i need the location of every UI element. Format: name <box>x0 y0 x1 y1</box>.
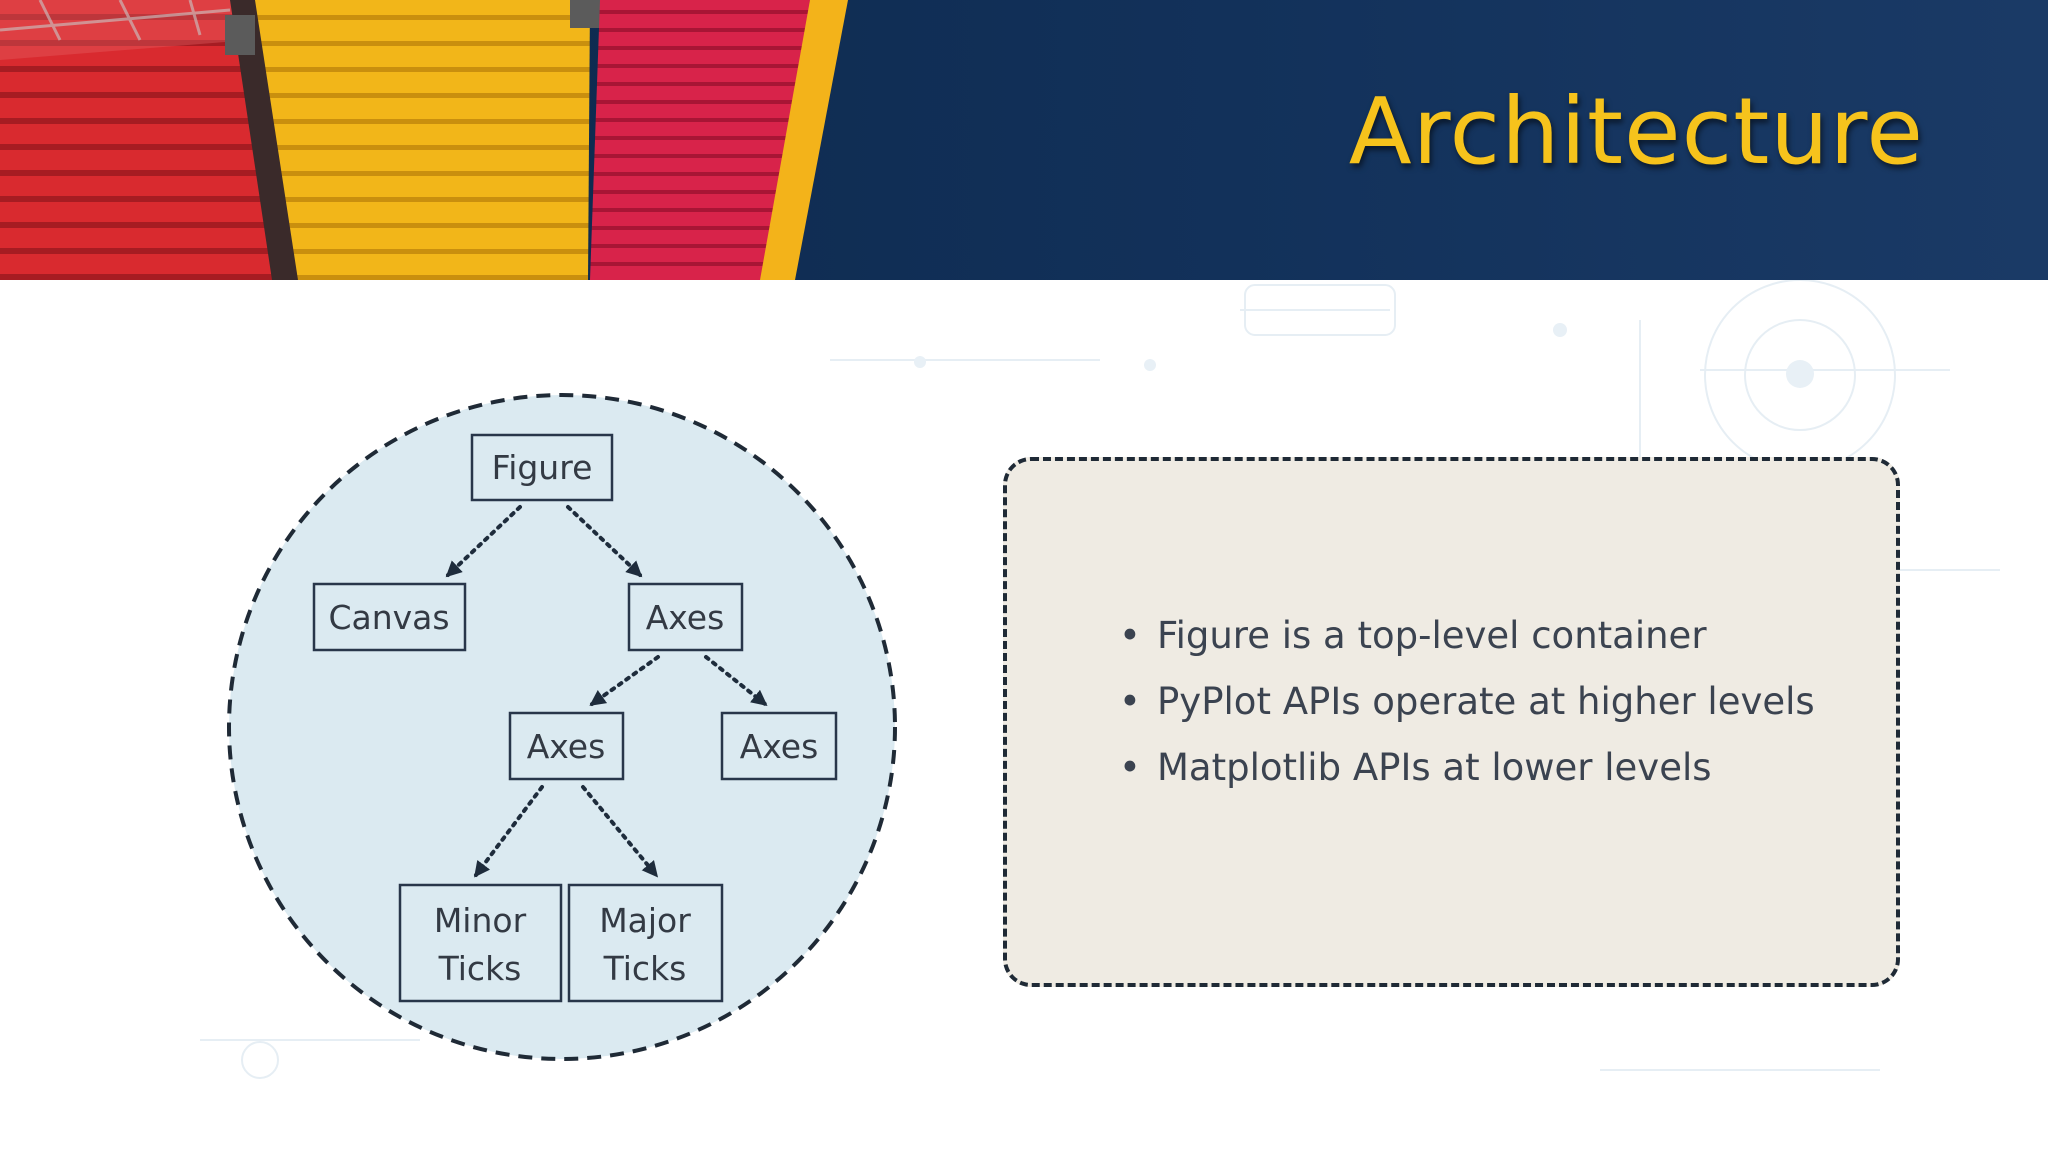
node-canvas-label: Canvas <box>328 598 449 637</box>
edge-figure-canvas <box>445 505 522 578</box>
node-figure-label: Figure <box>492 448 593 487</box>
node-minor-ticks: Minor Ticks <box>398 883 563 1003</box>
shipping-containers-photo <box>0 0 848 280</box>
edge-figure-axes <box>566 505 643 578</box>
node-axes-left: Axes <box>508 711 625 781</box>
edge-axes-minor-ticks <box>474 785 544 878</box>
edge-axes-major-ticks <box>581 785 659 878</box>
hierarchy-circle <box>227 393 897 1061</box>
node-axes-main: Axes <box>627 582 744 652</box>
node-axes-right-label: Axes <box>740 727 819 766</box>
bullet-item: Matplotlib APIs at lower levels <box>1117 741 1837 795</box>
edge-axes-axes-right <box>704 655 768 706</box>
edge-axes-axes-left <box>589 655 660 706</box>
node-axes-right: Axes <box>720 711 838 781</box>
node-major-ticks: Major Ticks <box>567 883 724 1003</box>
node-major-ticks-line2: Ticks <box>603 949 687 988</box>
node-figure: Figure <box>470 433 614 502</box>
node-minor-ticks-line1: Minor <box>434 901 527 940</box>
bullet-list: Figure is a top-level container PyPlot A… <box>1117 609 1837 807</box>
node-major-ticks-line1: Major <box>599 901 691 940</box>
notes-box: Figure is a top-level container PyPlot A… <box>1003 457 1900 987</box>
header-banner: Architecture <box>0 0 2048 280</box>
node-minor-ticks-line2: Ticks <box>438 949 522 988</box>
bullet-item: PyPlot APIs operate at higher levels <box>1117 675 1837 729</box>
node-axes-main-label: Axes <box>646 598 725 637</box>
bullet-item: Figure is a top-level container <box>1117 609 1837 663</box>
slide-title: Architecture <box>1348 78 1924 185</box>
node-canvas: Canvas <box>312 582 467 652</box>
node-axes-left-label: Axes <box>527 727 606 766</box>
